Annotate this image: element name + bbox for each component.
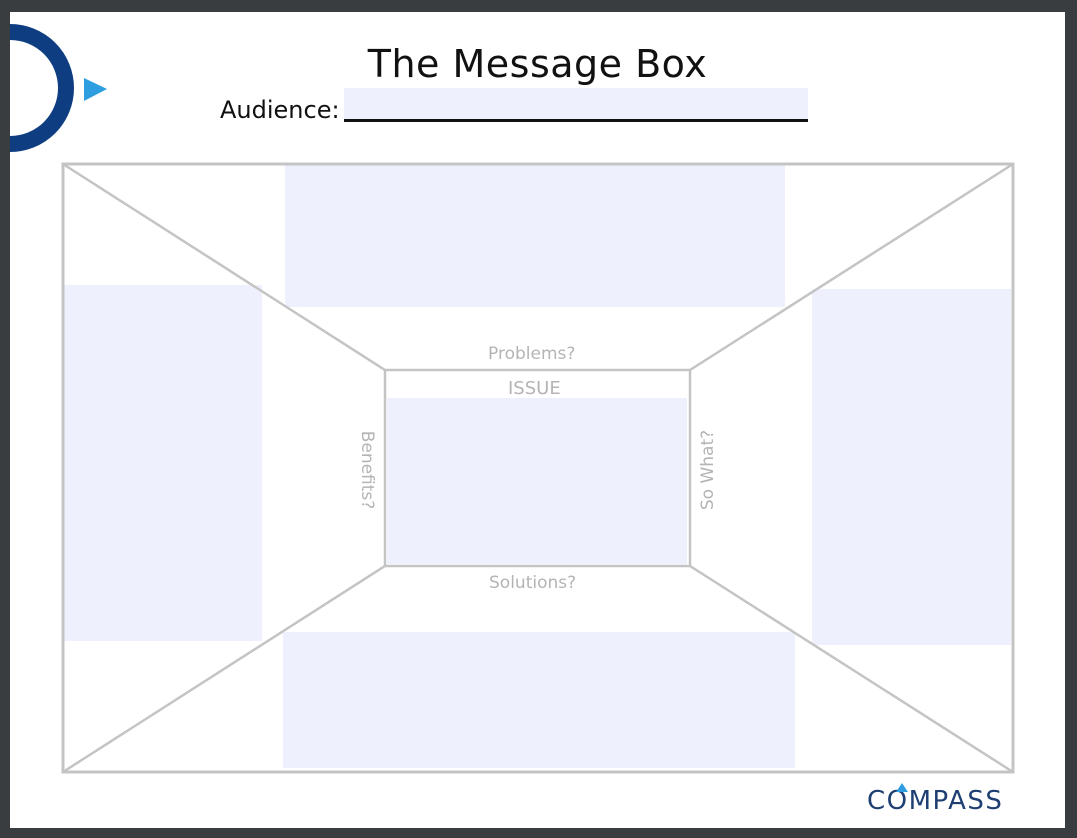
top-message-field[interactable]: [285, 165, 785, 307]
compass-logo: [10, 24, 107, 152]
message-box-frame: [61, 162, 1015, 774]
compass-brand: COMPASS: [867, 786, 1004, 816]
compass-triangle-icon: [896, 783, 908, 792]
diagonal-top-left: [62, 162, 386, 372]
issue-frame: [383, 368, 692, 568]
issue-field[interactable]: [387, 398, 687, 564]
solutions-label: Solutions?: [489, 573, 577, 593]
page-title: The Message Box: [367, 42, 708, 86]
logo-ring: [10, 24, 74, 152]
outer-frame: [61, 162, 1015, 774]
diagonal-top-right: [689, 162, 1014, 372]
problems-label: Problems?: [488, 344, 576, 364]
right-message-field[interactable]: [812, 289, 1011, 645]
diagonal-bottom-right: [689, 564, 1014, 774]
so-what-label: So What?: [698, 429, 718, 511]
audience-input[interactable]: [344, 88, 808, 122]
benefits-label: Benefits?: [357, 430, 377, 510]
audience-label: Audience:: [220, 96, 340, 124]
logo-arrow-icon: [84, 78, 107, 101]
left-message-field[interactable]: [64, 285, 262, 641]
bottom-message-field[interactable]: [283, 632, 795, 768]
message-box-page: The Message Box Audience: Problems? ISSU…: [10, 12, 1065, 828]
issue-label: ISSUE: [508, 378, 561, 399]
diagonal-bottom-left: [62, 564, 386, 774]
